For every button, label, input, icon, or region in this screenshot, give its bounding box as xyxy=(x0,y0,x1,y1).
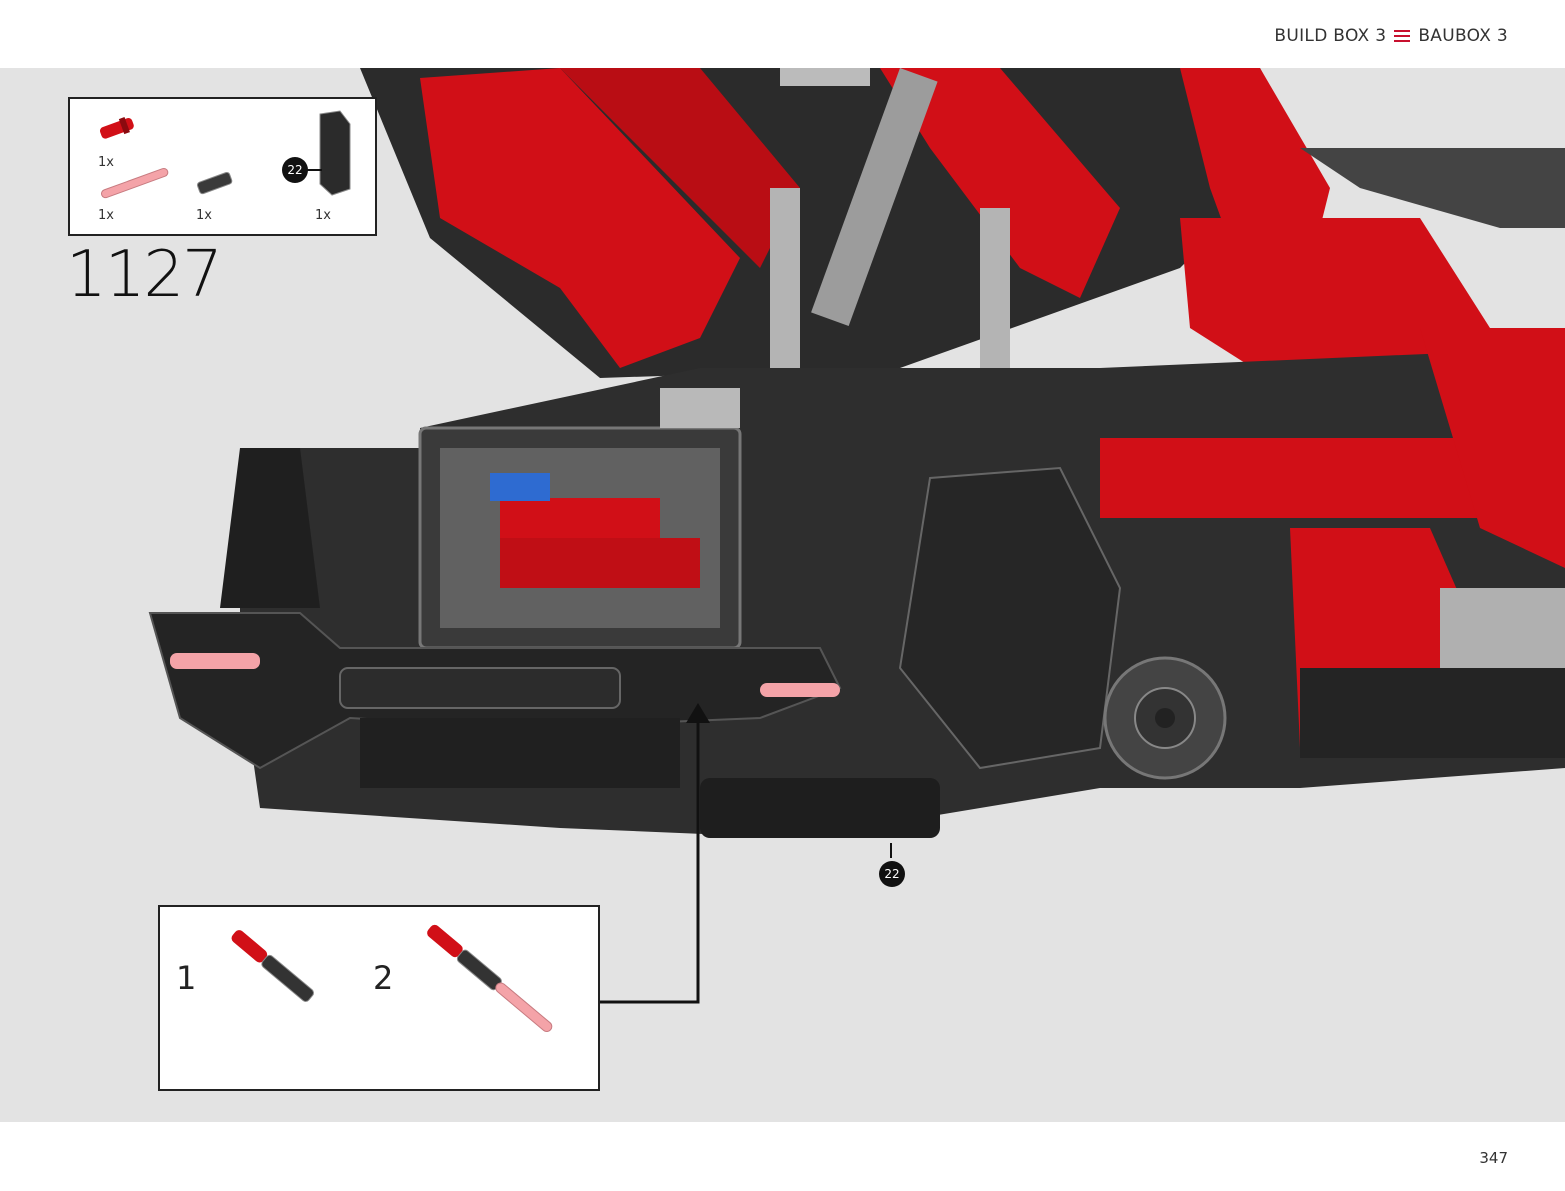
arrow-head xyxy=(686,703,710,723)
build-box-title: BUILD BOX 3 BAUBOX 3 xyxy=(1274,26,1508,46)
right-beam xyxy=(1440,588,1565,668)
upper-red-assembly xyxy=(360,68,1565,438)
part-reference-number: 22 xyxy=(884,867,900,881)
step-number: 1127 xyxy=(66,238,223,312)
lower-bumper xyxy=(148,612,940,838)
black-bracket-part-icon xyxy=(307,110,351,196)
sub-step-2-assembly-icon xyxy=(427,924,553,1033)
model-illustration xyxy=(148,68,1565,1004)
page-header: BUILD BOX 3 BAUBOX 3 xyxy=(0,0,1565,68)
part-ref-badge: 22 xyxy=(282,157,308,183)
build-box-de: BAUBOX 3 xyxy=(1418,26,1508,46)
part-quantity: 1x xyxy=(315,208,331,223)
instruction-stage: 22 22 1x 1x 1x 1x 1127 xyxy=(0,68,1565,1122)
sub-assembly-art xyxy=(231,924,553,1033)
sub-assembly-callout: 1 2 xyxy=(158,905,600,1091)
build-box-en: BUILD BOX 3 xyxy=(1274,26,1387,46)
brake-disc xyxy=(1103,656,1227,780)
page-footer: 347 xyxy=(0,1122,1565,1191)
part-quantity: 1x xyxy=(196,208,212,223)
callout-leader-line xyxy=(600,718,700,1004)
sub-step-label: 1 xyxy=(176,959,197,997)
part-reference-bubble: 22 xyxy=(879,861,905,887)
part-quantity: 1x xyxy=(98,208,114,223)
black-axle-connector-icon xyxy=(196,171,233,195)
part-quantity: 1x xyxy=(98,155,114,170)
sub-step-label: 2 xyxy=(373,959,394,997)
part-ref-number: 22 xyxy=(287,163,303,177)
page-number: 347 xyxy=(1479,1149,1508,1167)
trans-red-axle-icon xyxy=(101,167,169,199)
parts-list-art xyxy=(99,110,351,199)
menu-lines-icon xyxy=(1394,30,1411,42)
parts-list-box: 22 1x 1x 1x 1x xyxy=(68,97,377,236)
sub-step-1-assembly-icon xyxy=(231,930,315,1002)
red-connector-pin-icon xyxy=(99,117,134,139)
